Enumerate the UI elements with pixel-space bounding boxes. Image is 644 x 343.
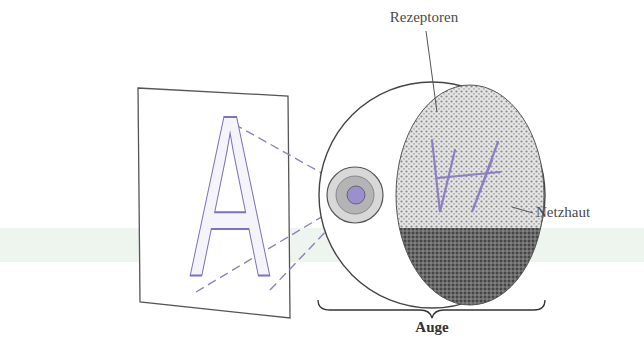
pupil — [347, 186, 365, 204]
retina-image — [432, 140, 500, 212]
part-label: Netzhaut — [536, 203, 590, 221]
leader-line — [512, 207, 533, 213]
stimulus-letter: A — [190, 81, 270, 311]
bracket — [318, 300, 545, 318]
leader-line — [426, 31, 437, 112]
scan-band — [0, 228, 644, 262]
retina — [390, 80, 550, 318]
part-label: Auge — [415, 318, 448, 336]
part-label: Rezeptoren — [390, 8, 458, 26]
iris — [327, 167, 383, 223]
